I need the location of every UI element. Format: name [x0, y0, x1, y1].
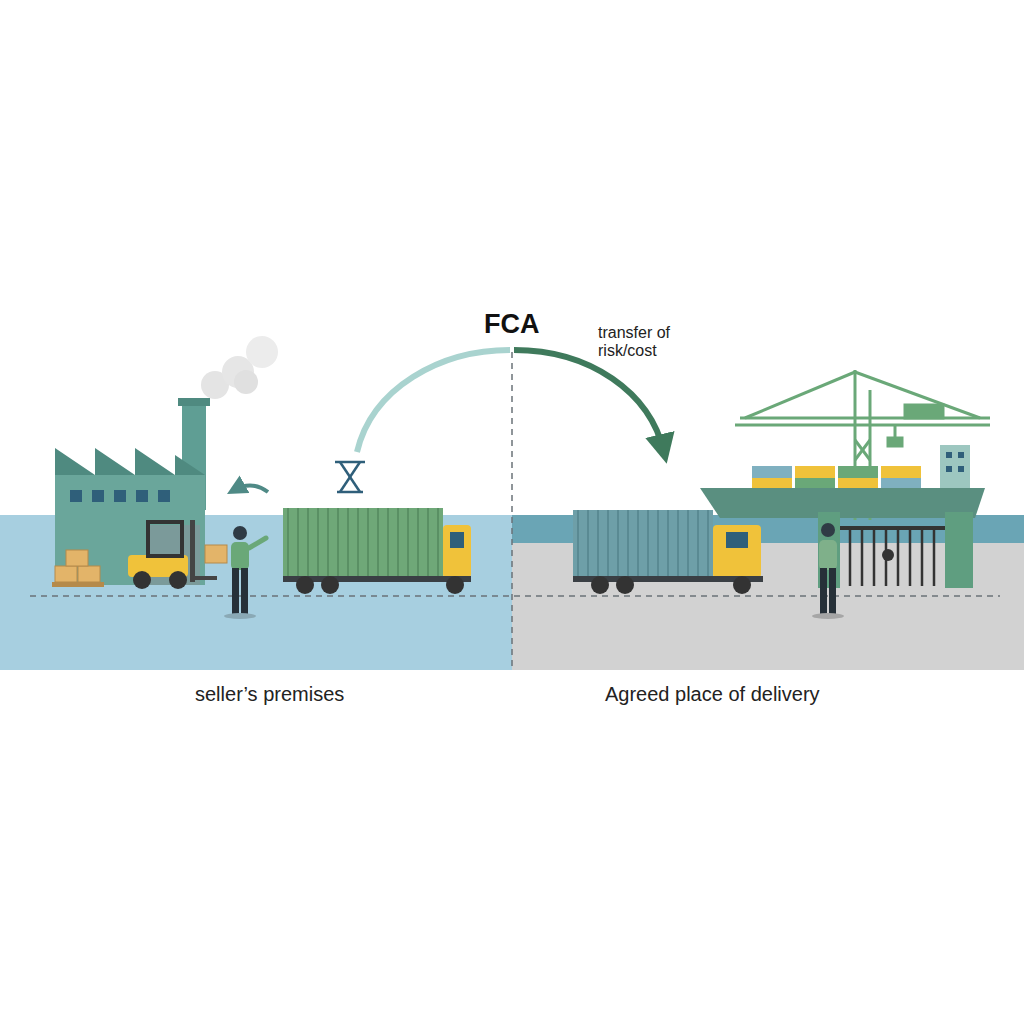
lift-symbol	[335, 462, 365, 492]
ground-dash	[30, 595, 1000, 597]
person-worker	[224, 526, 266, 619]
load-arrow	[234, 485, 268, 492]
divider-dash	[511, 352, 513, 670]
truck-left	[283, 508, 471, 594]
transfer-note: transfer of risk/cost	[598, 324, 718, 361]
factory	[55, 336, 278, 585]
delivery-label: Agreed place of delivery	[605, 683, 820, 706]
transfer-arc-light	[357, 350, 510, 452]
truck-right	[573, 510, 763, 594]
port-gate	[818, 512, 973, 588]
ship	[700, 445, 985, 518]
seller-label: seller’s premises	[195, 683, 344, 706]
transfer-arrow	[514, 350, 664, 452]
incoterm-title: FCA	[484, 309, 540, 340]
forklift	[128, 520, 217, 589]
person-receiver	[812, 523, 844, 619]
